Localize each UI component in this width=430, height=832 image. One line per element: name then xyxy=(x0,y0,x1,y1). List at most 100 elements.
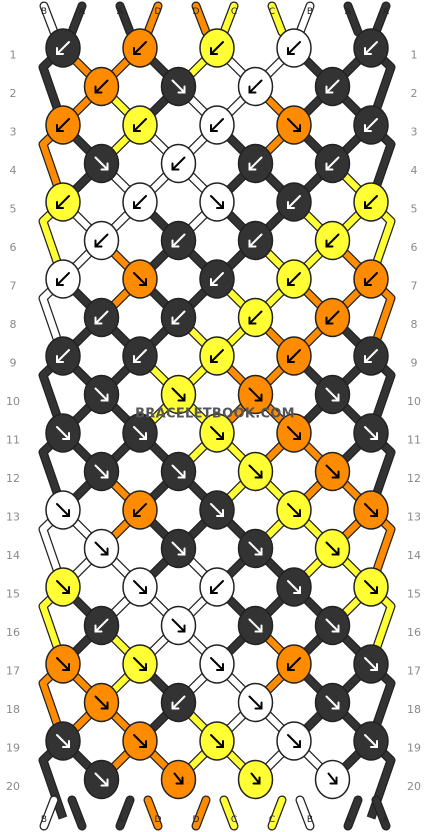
row-number-left: 6 xyxy=(10,241,17,254)
knot-arrow-icon xyxy=(56,195,70,209)
knot-arrow-icon xyxy=(133,41,147,55)
knot-arrow-icon xyxy=(364,503,378,517)
bottom-string xyxy=(192,796,210,830)
knot-arrow-icon xyxy=(248,695,263,710)
knot-arrow-icon xyxy=(210,118,224,132)
knot-arrow-icon xyxy=(364,734,378,748)
bottom-string-label: C xyxy=(269,815,275,825)
top-string-label: C xyxy=(231,7,237,17)
top-string xyxy=(192,2,210,36)
top-string-label: D xyxy=(155,7,162,17)
knot-arrow-icon xyxy=(133,734,147,748)
knot-arrow-icon xyxy=(325,79,340,94)
knot-arrow-icon xyxy=(210,580,224,594)
knot-arrow-icon xyxy=(56,426,70,440)
row-number-right: 11 xyxy=(407,434,421,447)
knot-arrow-icon xyxy=(287,734,301,748)
knot-arrow-icon xyxy=(56,657,70,671)
knot-arrow-icon xyxy=(325,618,340,633)
top-string-label: C xyxy=(269,7,275,17)
knot-arrow-icon xyxy=(133,118,147,132)
knot-arrow-icon xyxy=(171,618,186,633)
bottom-string-label: A xyxy=(345,815,352,825)
top-string xyxy=(116,2,134,36)
knot-arrow-icon xyxy=(364,272,378,286)
bottom-string-label: A xyxy=(117,815,124,825)
knot-arrow-icon xyxy=(325,310,340,325)
row-number-right: 6 xyxy=(411,241,418,254)
knot-arrow-icon xyxy=(364,118,378,132)
bottom-string-label: A xyxy=(79,815,86,825)
row-number-left: 10 xyxy=(6,395,20,408)
knot-arrow-icon xyxy=(133,503,147,517)
knot-arrow-icon xyxy=(133,349,147,363)
knot-arrow-icon xyxy=(287,349,301,363)
row-number-left: 15 xyxy=(6,588,20,601)
knot-arrow-icon xyxy=(248,541,263,556)
knot-arrow-icon xyxy=(364,41,378,55)
knot-arrow-icon xyxy=(94,79,109,94)
row-number-left: 9 xyxy=(10,357,17,370)
knot-arrow-icon xyxy=(248,233,263,248)
row-number-right: 10 xyxy=(407,395,421,408)
knot-arrow-icon xyxy=(364,580,378,594)
knot-arrow-icon xyxy=(210,272,224,286)
row-number-right: 4 xyxy=(411,164,418,177)
knot-arrow-icon xyxy=(56,41,70,55)
knot-arrow-icon xyxy=(94,387,109,402)
knot-arrow-icon xyxy=(364,349,378,363)
row-number-right: 18 xyxy=(407,703,421,716)
top-string xyxy=(296,2,314,36)
row-number-left: 5 xyxy=(10,203,17,216)
knot-arrow-icon xyxy=(94,695,109,710)
knot-arrow-icon xyxy=(133,580,147,594)
row-number-left: 16 xyxy=(6,626,20,639)
knot-arrow-icon xyxy=(171,233,186,248)
knot-arrow-icon xyxy=(210,734,224,748)
bottom-string xyxy=(220,796,238,830)
knot-arrow-icon xyxy=(325,233,340,248)
knot-arrow-icon xyxy=(210,41,224,55)
row-number-right: 8 xyxy=(411,318,418,331)
bottom-string xyxy=(372,796,390,830)
knot-arrow-icon xyxy=(56,734,70,748)
knot-arrow-icon xyxy=(248,310,263,325)
row-number-right: 12 xyxy=(407,472,421,485)
top-string xyxy=(40,2,58,36)
top-string-label: A xyxy=(383,7,390,17)
row-number-left: 11 xyxy=(6,434,20,447)
row-number-right: 5 xyxy=(411,203,418,216)
row-number-left: 7 xyxy=(10,280,17,293)
bottom-string xyxy=(144,796,162,830)
knot-arrow-icon xyxy=(325,695,340,710)
row-number-right: 9 xyxy=(411,357,418,370)
knot-arrow-icon xyxy=(248,387,263,402)
bottom-string-label: C xyxy=(231,815,237,825)
knot-arrow-icon xyxy=(364,657,378,671)
bottom-string xyxy=(344,796,362,830)
knot-arrow-icon xyxy=(56,503,70,517)
knot-arrow-icon xyxy=(325,464,340,479)
row-number-left: 14 xyxy=(6,549,20,562)
row-number-left: 13 xyxy=(6,511,20,524)
knot-arrow-icon xyxy=(94,310,109,325)
row-number-left: 3 xyxy=(10,126,17,139)
top-string xyxy=(372,2,390,36)
knot-arrow-icon xyxy=(248,79,263,94)
knot-arrow-icon xyxy=(248,464,263,479)
row-number-left: 4 xyxy=(10,164,17,177)
row-number-left: 12 xyxy=(6,472,20,485)
knot-arrow-icon xyxy=(94,156,109,171)
knot-arrow-icon xyxy=(171,695,186,710)
knot-arrow-icon xyxy=(210,503,224,517)
bottom-string xyxy=(40,796,58,830)
bottom-string xyxy=(268,796,286,830)
row-number-left: 8 xyxy=(10,318,17,331)
knot-arrow-icon xyxy=(287,195,301,209)
row-number-right: 19 xyxy=(407,742,421,755)
knot-arrow-icon xyxy=(171,156,186,171)
knot-arrow-icon xyxy=(133,195,147,209)
knot-arrow-icon xyxy=(287,272,301,286)
